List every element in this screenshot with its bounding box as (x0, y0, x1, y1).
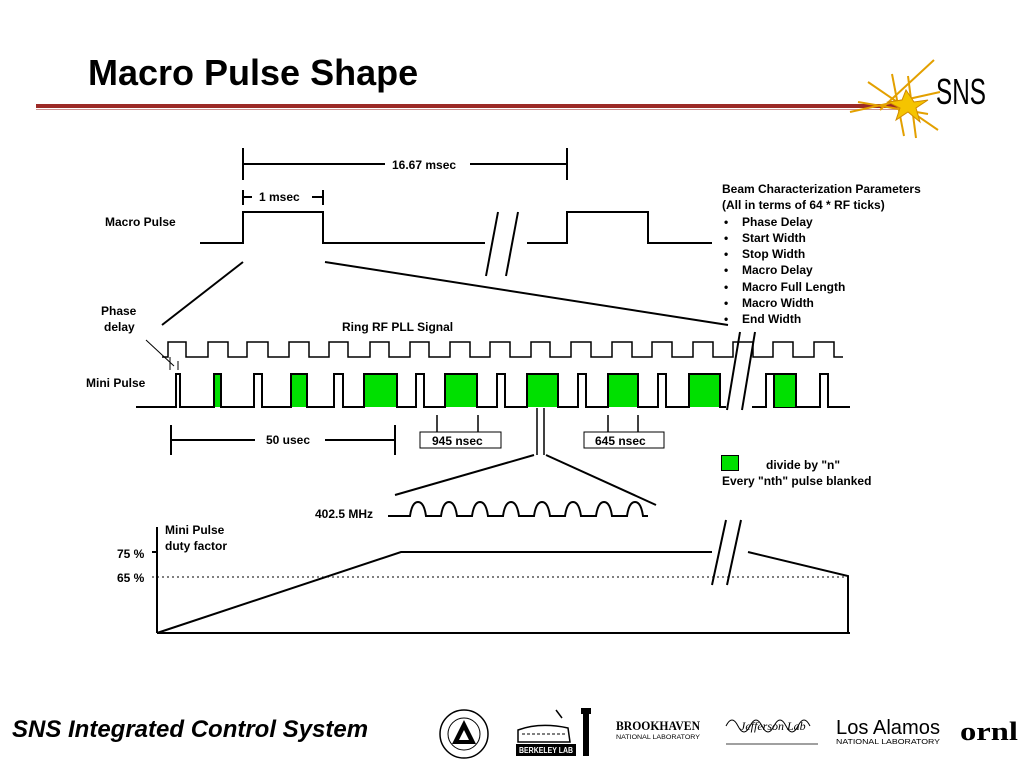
period-label: 16.67 msec (392, 158, 456, 172)
usec50-label: 50 usec (266, 433, 310, 447)
duty-curve-2 (747, 551, 849, 633)
mhz-label: 402.5 MHz (315, 507, 373, 521)
argonne-logo (439, 709, 489, 759)
duty-curve (156, 551, 712, 634)
list-item: Phase Delay (722, 214, 921, 231)
blanked-pulses (215, 375, 795, 407)
legend: divide by "n" Every "nth" pulse blanked (722, 457, 871, 489)
sns-logo: SNS (849, 59, 986, 139)
duty-label-1: Mini Pulse (165, 523, 225, 537)
ring-rf-label: Ring RF PLL Signal (342, 320, 453, 334)
list-item: Stop Width (722, 246, 921, 263)
nsec945-label: 945 nsec (432, 434, 483, 448)
partner-logos: BERKELEY LAB BROOKHAVEN NATIONAL LABORAT… (439, 708, 1018, 759)
params-heading: Beam Characterization Parameters (722, 182, 921, 196)
los-alamos-logo-text-1: Los Alamos (836, 717, 940, 739)
los-alamos-logo-text-2: NATIONAL LABORATORY (836, 739, 940, 746)
break-mark (505, 211, 519, 277)
footer-title: SNS Integrated Control System (12, 716, 369, 743)
params-subheading: (All in terms of 64 * RF ticks) (722, 198, 885, 213)
ornl-logo-text: ornl (960, 717, 1018, 746)
brookhaven-logo: BROOKHAVEN NATIONAL LABORATORY (616, 718, 701, 741)
beam-parameters: Beam Characterization Parameters (All in… (722, 181, 921, 328)
pct75-label: 75 % (117, 547, 145, 561)
legend-line-2: Every "nth" pulse blanked (722, 474, 872, 488)
duty-label-2: duty factor (165, 539, 227, 553)
title-divider (36, 104, 906, 108)
page-title: Macro Pulse Shape (88, 52, 419, 93)
macro-pulse-waveform-2 (527, 211, 712, 244)
list-item: Macro Width (722, 295, 921, 312)
nsec645-label: 645 nsec (595, 434, 646, 448)
width-label: 1 msec (259, 190, 300, 204)
brookhaven-logo-text-2: NATIONAL LABORATORY (616, 735, 700, 741)
pct65-label: 65 % (117, 571, 145, 585)
brookhaven-logo-text-1: BROOKHAVEN (616, 718, 701, 733)
legend-line-1: divide by "n" (766, 458, 841, 472)
berkeley-logo-text: BERKELEY LAB (519, 746, 573, 755)
params-list: Phase Delay Start Width Stop Width Macro… (722, 214, 921, 328)
macro-pulse-label: Macro Pulse (105, 215, 176, 229)
list-item: Macro Delay (722, 262, 921, 279)
timing-diagram: 16.67 msec 1 msec Macro Pulse Phase dela… (86, 148, 850, 634)
los-alamos-logo: Los Alamos NATIONAL LABORATORY (836, 717, 940, 746)
title-divider-shadow (36, 109, 906, 110)
jefferson-logo-text: Jefferson Lab (740, 719, 806, 733)
legend-swatch (721, 455, 739, 471)
list-item: Macro Full Length (722, 279, 921, 296)
sns-logo-text: SNS (936, 71, 986, 112)
berkeley-logo: BERKELEY LAB (516, 708, 591, 756)
phase-delay-label-1: Phase (101, 304, 137, 318)
ornl-logo: ornl (960, 717, 1018, 746)
rf-402mhz-waveform (388, 500, 648, 517)
macro-pulse-waveform (200, 211, 485, 244)
break-mark (485, 211, 499, 277)
jefferson-logo: Jefferson Lab (725, 719, 818, 745)
list-item: End Width (722, 311, 921, 328)
ring-rf-signal (162, 341, 843, 358)
list-item: Start Width (722, 230, 921, 247)
phase-delay-label-2: delay (104, 320, 135, 334)
mini-pulse-label: Mini Pulse (86, 376, 146, 390)
